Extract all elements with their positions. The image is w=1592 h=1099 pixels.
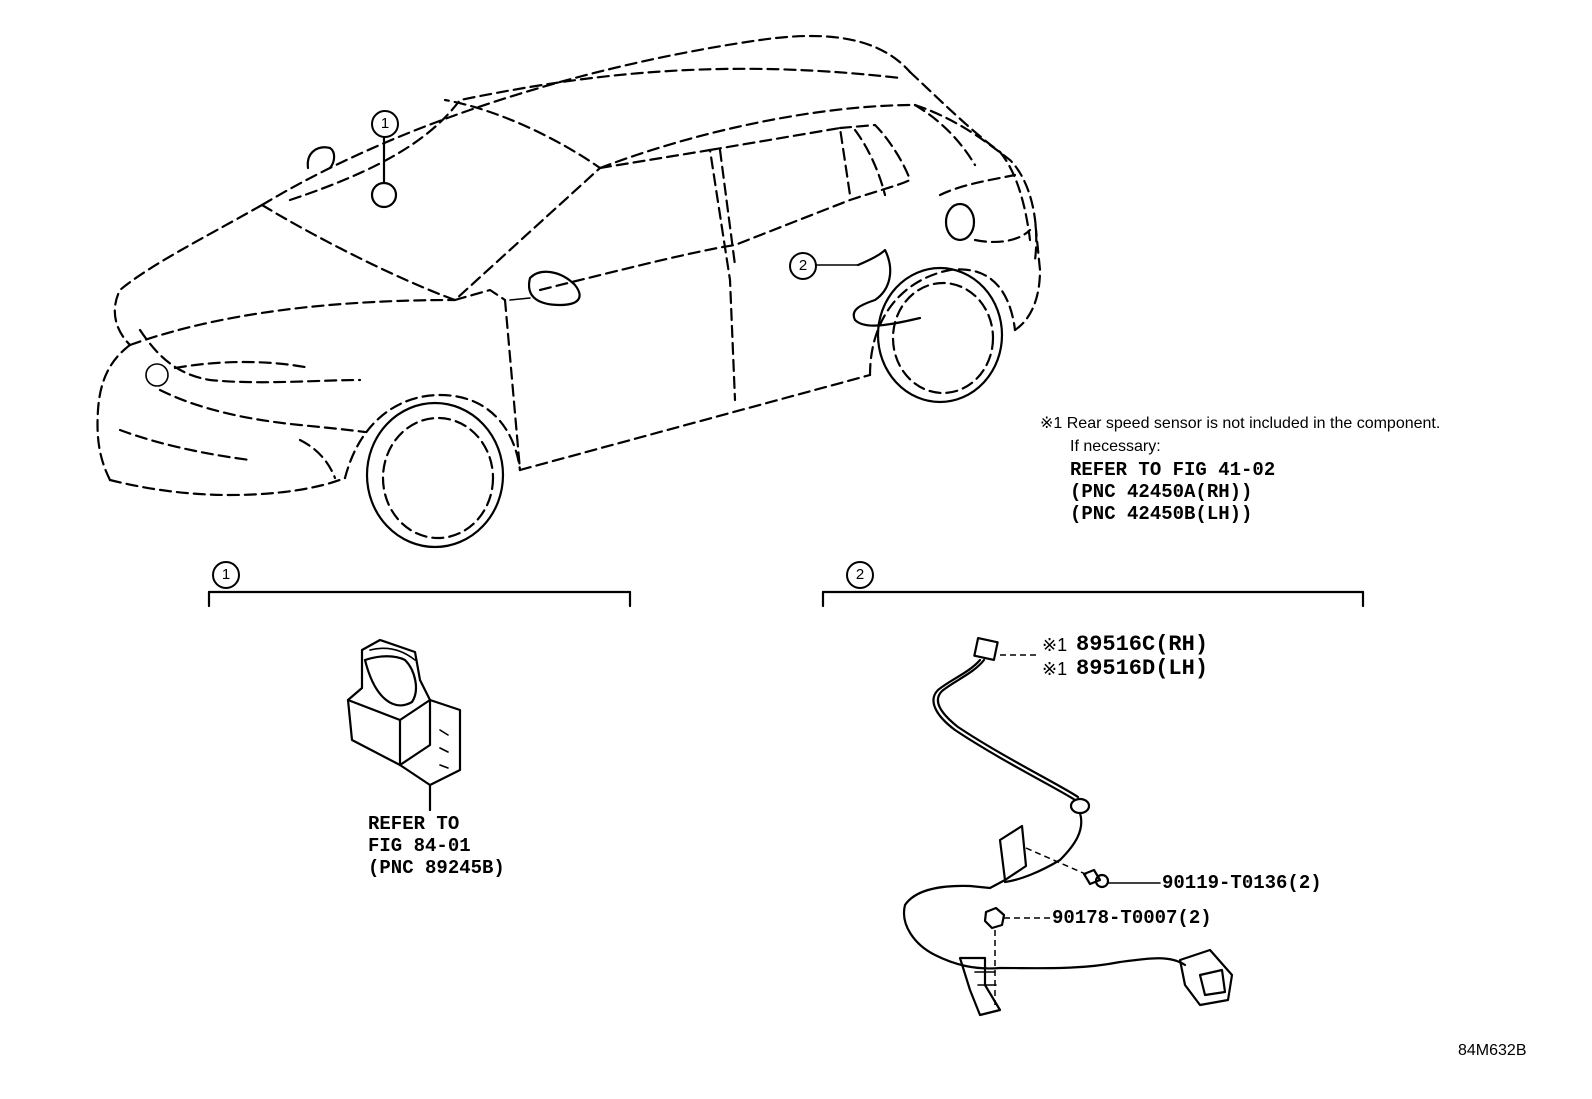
callout-1-group: 1 <box>212 561 240 589</box>
callout-2-group: 2 <box>846 561 874 589</box>
part-number-lh: 89516D(LH) <box>1076 656 1209 681</box>
note-line-4: (PNC 42450A(RH)) <box>1070 481 1253 503</box>
note-line-2: If necessary: <box>1070 438 1161 455</box>
part-number-nut: 90178-T0007(2) <box>1052 907 1212 929</box>
callout-1-vehicle: 1 <box>371 110 399 138</box>
note-line-3: REFER TO FIG 41-02 <box>1070 459 1276 481</box>
group1-ref-line-2: FIG 84-01 <box>368 835 471 857</box>
group1-ref-line-3: (PNC 89245B) <box>368 857 505 879</box>
diagram-code: 84M632B <box>1458 1042 1527 1059</box>
note-line-5: (PNC 42450B(LH)) <box>1070 503 1253 525</box>
part-number-bolt: 90119-T0136(2) <box>1162 872 1322 894</box>
callout-2-vehicle: 2 <box>789 252 817 280</box>
part-number-rh: 89516C(RH) <box>1076 632 1209 657</box>
group1-ref-line-1: REFER TO <box>368 813 460 835</box>
note-line-1: ※1 Rear speed sensor is not included in … <box>1040 415 1441 432</box>
part-lh-prefix: ※1 <box>1042 659 1068 679</box>
part-rh-prefix: ※1 <box>1042 635 1068 655</box>
